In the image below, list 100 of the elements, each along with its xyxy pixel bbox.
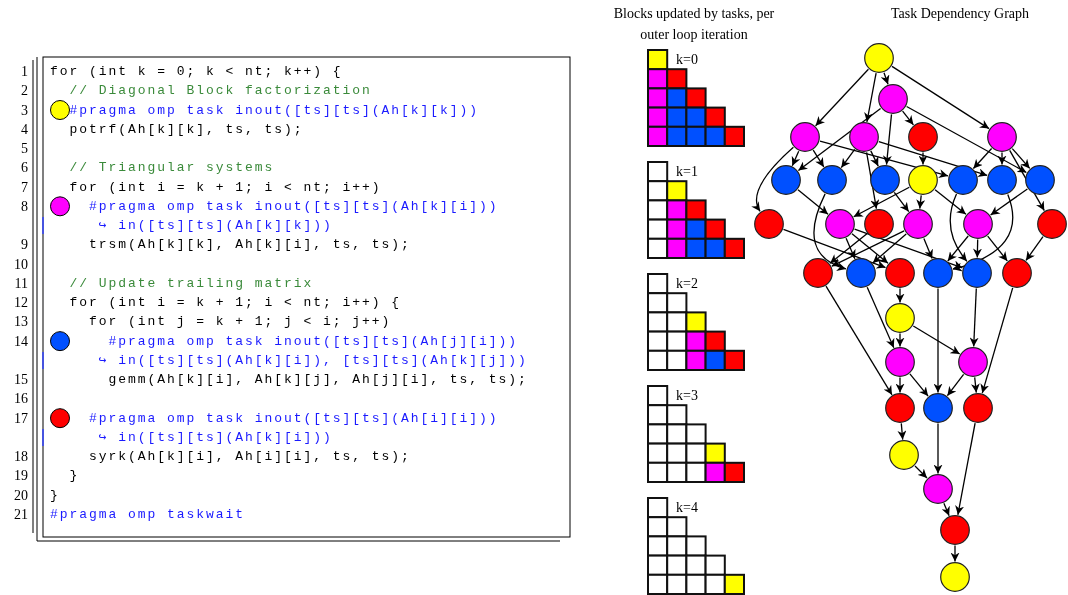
pragma-continuation: ↪ in([ts][ts](Ah[k][i]), [ts][ts](Ah[k][j])) <box>98 351 528 370</box>
arrow <box>895 287 905 304</box>
line-number: 21 <box>13 505 28 524</box>
task-circle <box>903 209 933 239</box>
task-circle <box>940 515 970 545</box>
arrow <box>797 107 882 172</box>
iteration-label: k=0 <box>676 51 698 69</box>
code-line: } <box>50 486 60 505</box>
task-circle <box>1025 165 1055 195</box>
pragma-line: #pragma omp taskwait <box>50 505 246 524</box>
pragma-line: #pragma omp task inout([ts][ts](Ah[k][k])) <box>69 101 480 120</box>
code-line: potrf(Ah[k][k], ts, ts); <box>69 120 304 139</box>
line-number: 6 <box>20 159 28 178</box>
task-circle <box>878 84 908 114</box>
task-circle <box>864 209 894 239</box>
arrow <box>895 332 905 348</box>
arrow <box>751 146 795 212</box>
task-circle <box>849 122 879 152</box>
arrow <box>934 189 967 215</box>
task-circle <box>846 258 876 288</box>
arrow <box>997 151 1007 166</box>
arrow <box>864 72 877 123</box>
arrow <box>897 422 907 441</box>
arrow <box>872 233 907 264</box>
line-number: 4 <box>20 120 28 139</box>
arrow <box>980 287 1014 394</box>
task-circle <box>963 393 993 423</box>
task-circle <box>908 165 938 195</box>
code-comment: // Triangular systems <box>69 159 275 178</box>
arrow <box>918 151 928 166</box>
line-number: 3 <box>20 101 28 120</box>
task-circle <box>923 393 953 423</box>
arrow <box>891 65 990 130</box>
task-circle <box>870 165 900 195</box>
arrow <box>870 150 879 167</box>
arrow <box>973 238 982 259</box>
task-circle <box>963 209 993 239</box>
arrow <box>1025 235 1044 262</box>
arrow <box>878 140 988 177</box>
line-number: 8 <box>20 197 28 216</box>
task-circle <box>885 258 915 288</box>
task-circle <box>1002 258 1032 288</box>
arrow <box>949 193 968 262</box>
arrow <box>797 189 829 215</box>
arrow <box>972 147 993 170</box>
pragma-continuation: ↪ in([ts][ts](Ah[k][k])) <box>98 217 333 236</box>
arrow <box>970 376 980 394</box>
arrow <box>840 148 856 169</box>
arrow <box>865 151 880 210</box>
code-comment: // Diagonal Block factorization <box>69 82 372 101</box>
arrow <box>947 235 969 262</box>
line-number: 17 <box>13 409 28 428</box>
task-circle <box>987 122 1017 152</box>
code-line: for (int j = k + 1; j < i; j++) <box>89 313 392 332</box>
arrow <box>901 110 915 126</box>
arrow <box>851 233 889 264</box>
arrow <box>941 502 950 517</box>
task-circle <box>803 258 833 288</box>
task-circle <box>885 303 915 333</box>
arrow <box>866 286 895 349</box>
line-number: 16 <box>13 390 28 409</box>
line-number: 15 <box>13 371 28 390</box>
arrow <box>914 465 928 479</box>
line-number: 14 <box>13 332 28 351</box>
task-circle <box>885 347 915 377</box>
pragma-line: #pragma omp task inout([ts][ts](Ah[j][i])) <box>108 332 519 351</box>
line-number: 11 <box>13 274 28 293</box>
task-circle <box>962 258 992 288</box>
arrow <box>831 230 905 267</box>
arrow <box>893 191 910 213</box>
arrow <box>814 68 870 127</box>
arrow <box>987 235 1008 262</box>
arrow <box>923 237 933 260</box>
arrow <box>912 325 961 355</box>
task-circle <box>790 122 820 152</box>
arrow <box>895 376 905 394</box>
arrow <box>1011 147 1031 170</box>
iteration-label: k=4 <box>676 499 698 517</box>
arrow <box>933 287 943 394</box>
task-circle <box>754 209 784 239</box>
line-number: 13 <box>13 313 28 332</box>
iteration-label: k=2 <box>676 275 698 293</box>
code-line: } <box>69 467 80 486</box>
code-line: for (int k = 0; k < nt; k++) { <box>50 63 343 81</box>
arrow <box>916 194 926 210</box>
arrow <box>829 233 868 264</box>
arrow <box>813 193 847 271</box>
task-circle <box>864 43 894 73</box>
arrow <box>955 422 976 516</box>
task-circle <box>923 258 953 288</box>
line-number: 12 <box>13 294 28 313</box>
line-number: 18 <box>13 448 28 467</box>
pragma-line: #pragma omp task inout([ts][ts](Ah[i][i])) <box>89 409 499 428</box>
line-number: 7 <box>20 178 28 197</box>
iteration-label: k=3 <box>676 387 698 405</box>
code-line: syrk(Ah[k][i], Ah[i][i], ts, ts); <box>89 448 411 467</box>
code-line: gemm(Ah[k][i], Ah[k][j], Ah[j][i], ts, ts); <box>108 371 528 390</box>
line-number: 19 <box>13 467 28 486</box>
arrow <box>825 285 893 396</box>
arrow <box>812 149 825 168</box>
